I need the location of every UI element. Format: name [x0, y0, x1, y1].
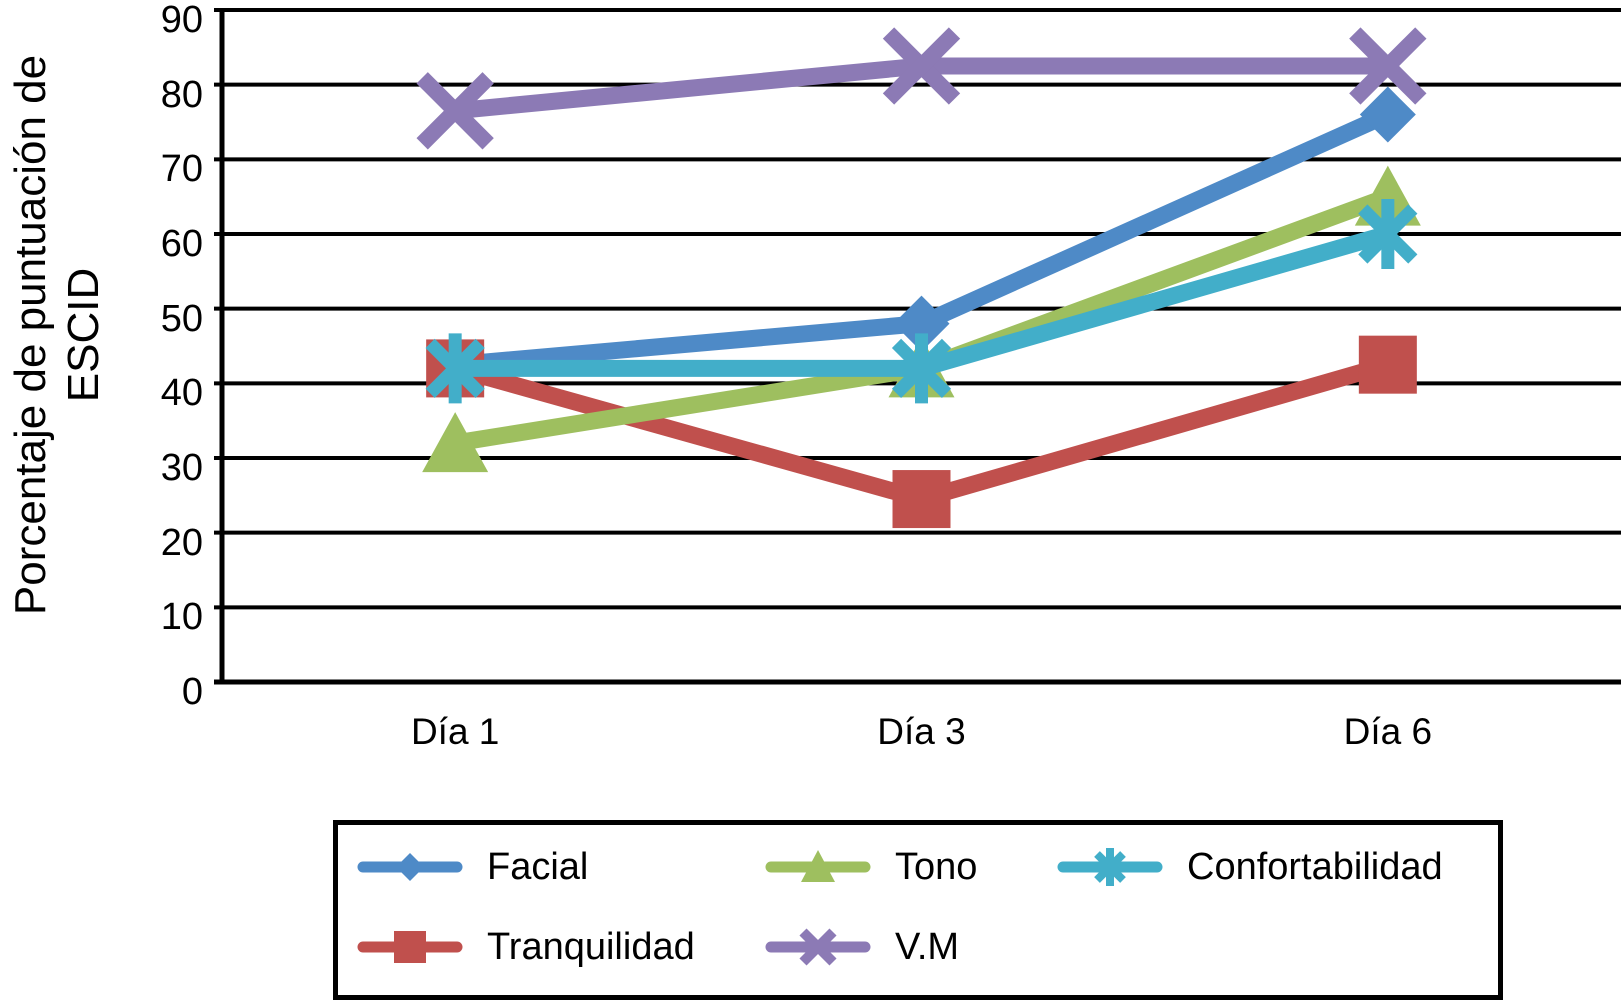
series-marker-v-m	[416, 72, 494, 150]
legend-marker-facial	[396, 853, 424, 881]
legend-marker-tono	[801, 850, 835, 882]
y-tick-label: 10	[160, 596, 203, 639]
series-marker-v-m	[1349, 27, 1427, 105]
y-tick-label: 50	[160, 297, 203, 340]
legend-marker-v-m	[799, 928, 837, 966]
legend-label: Confortabilidad	[1187, 845, 1443, 888]
series-marker-v-m	[882, 27, 961, 105]
y-axis-title-line1: Porcentaje de puntuación de	[6, 54, 55, 616]
series-marker-facial	[1359, 86, 1416, 143]
legend-swatch-square-icon	[357, 931, 463, 963]
y-tick-label: 60	[160, 223, 203, 265]
legend-swatch-x-icon	[765, 928, 871, 966]
legend-item-v-m: V.M	[765, 907, 1057, 987]
legend-swatch-diamond-icon	[357, 853, 463, 881]
legend-marker-confortabilidad	[1094, 848, 1126, 886]
x-category-label: Día 6	[1343, 711, 1433, 752]
legend-label: Tranquilidad	[487, 925, 695, 968]
y-axis-title-line2: ESCID	[59, 267, 108, 403]
legend-item-tono: Tono	[765, 827, 1057, 907]
y-tick-label: 20	[160, 521, 203, 564]
legend-item-tranquilidad: Tranquilidad	[357, 907, 765, 987]
series-marker-tranquilidad	[892, 470, 951, 529]
x-category-label: Día 1	[410, 711, 500, 752]
legend-swatch-triangle-icon	[765, 850, 871, 882]
y-tick-label: 40	[160, 372, 203, 415]
y-tick-label: 80	[160, 73, 203, 116]
y-tick-label: 0	[181, 671, 203, 713]
x-category-label: Día 3	[877, 711, 966, 752]
series-marker-facial	[893, 295, 950, 352]
legend-item-confortabilidad: Confortabilidad	[1057, 827, 1498, 907]
y-tick-label: 90	[160, 0, 203, 41]
y-axis-title: Porcentaje de puntuación de ESCID	[0, 0, 115, 685]
series-marker-confortabilidad	[425, 333, 485, 404]
series-marker-confortabilidad	[1358, 199, 1418, 269]
legend-item-facial: Facial	[357, 827, 765, 907]
legend-label: V.M	[895, 925, 960, 968]
y-tick-label: 70	[160, 148, 203, 191]
legend-label: Facial	[487, 845, 589, 888]
series-marker-tranquilidad	[1358, 335, 1417, 394]
legend-marker-tranquilidad	[394, 931, 426, 963]
legend-swatch-asterisk-icon	[1057, 848, 1163, 886]
series-marker-confortabilidad	[891, 333, 952, 404]
y-tick-label: 30	[160, 447, 203, 489]
legend-label: Tono	[895, 845, 978, 888]
series-marker-tono	[422, 412, 489, 473]
